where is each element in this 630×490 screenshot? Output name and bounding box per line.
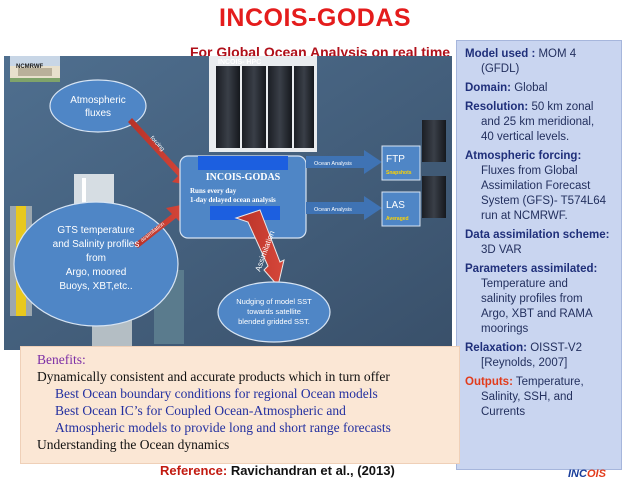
benefits-line-4: Atmospheric models to provide long and s… [55,420,391,435]
center-title: INCOIS-GODAS [206,172,281,183]
las-server-photo [422,176,446,218]
relaxation-value-2: [Reynolds, 2007] [481,357,568,369]
forcing-label: Atmospheric forcing: [465,150,582,162]
ftp-server-photo [422,120,446,162]
forcing-value-3: System (GFS)- T574L64 [481,195,607,207]
gts-line-1: GTS temperature [57,225,135,236]
reference-line: Reference: Ravichandran et al., (2013) [160,463,490,478]
workflow-diagram: NCMRWF INCOIS- HPC Atmospheric fluxes fo… [4,56,452,350]
hpc-photo [209,56,317,152]
gts-line-2: and Salinity profiles [53,239,140,250]
nudging-line-1: Nudging of model SST [236,297,312,306]
domain-value: Global [511,82,548,94]
forcing-item: Atmospheric forcing: Fluxes from Global … [465,149,613,224]
forcing-value-4: run at NCMRWF. [481,210,568,222]
gts-line-5: Buoys, XBT,etc.. [59,281,132,292]
model-info-panel: Model used : MOM 4 (GFDL) Domain: Global… [456,40,622,470]
ncmrwf-label: NCMRWF [16,64,44,70]
ocean-analysis-label-2: Ocean Analysis [314,207,352,213]
nudging-line-3: blended gridded SST. [238,317,310,326]
domain-item: Domain: Global [465,81,613,96]
params-value-2: salinity profiles from [481,293,583,305]
gts-profiles-node [13,201,179,327]
incois-logo: INCOIS [568,468,606,480]
resolution-label: Resolution: [465,101,529,113]
model-used-value-2: (GFDL) [481,63,520,75]
center-line-1: Runs every day [190,187,237,195]
logo-part-1: INC [568,468,587,480]
params-value-4: moorings [481,323,529,335]
ncmrwf-photo [10,56,60,82]
ftp-sub-label: Snapshots [386,170,412,176]
resolution-value-2: and 25 km meridional, [481,116,595,128]
las-sub-label: Averaged [386,216,409,222]
model-used-label: Model used : [465,48,536,60]
atm-fluxes-line-1: Atmospheric [70,95,126,106]
resolution-value-1: 50 km zonal [528,101,594,113]
atm-fluxes-line-2: fluxes [85,108,111,119]
params-label: Parameters assimilated: [465,263,598,275]
page-title: INCOIS-GODAS [218,4,412,32]
ftp-box [381,145,421,181]
outputs-value-2: Salinity, SSH, and [481,391,573,403]
forcing-arrow [128,118,194,186]
logo-part-2: OIS [586,468,606,480]
hpc-label: INCOIS- HPC [218,59,261,66]
nudging-line-2: towards satellite [247,307,301,316]
assimilation-small-arrow [134,204,186,248]
resolution-item: Resolution: 50 km zonal and 25 km meridi… [465,100,613,145]
scheme-label: Data assimilation scheme: [465,229,610,241]
scheme-item: Data assimilation scheme: 3D VAR [465,228,613,258]
params-item: Parameters assimilated: Temperature and … [465,262,613,337]
forcing-value-2: Assimilation Forecast [481,180,591,192]
relaxation-label: Relaxation: [465,342,527,354]
model-used-item: Model used : MOM 4 (GFDL) [465,47,613,77]
benefits-box: Benefits: Dynamically consistent and acc… [20,346,460,464]
outputs-label: Outputs: [465,376,513,388]
nudging-node [217,281,331,343]
benefits-line-1: Dynamically consistent and accurate prod… [37,369,390,384]
las-box [381,191,421,227]
atmospheric-fluxes-node [49,79,147,133]
outputs-value-3: Currents [481,406,526,418]
relaxation-item: Relaxation: OISST-V2 [Reynolds, 2007] [465,341,613,371]
benefits-line-3: Best Ocean IC’s for Coupled Ocean-Atmosp… [55,403,346,418]
outputs-value-1: Temperature, [512,376,584,388]
benefits-heading: Benefits: [37,352,86,367]
ocean-analysis-arrow-1 [306,150,382,174]
model-used-value: MOM 4 [535,48,577,60]
relaxation-value-1: OISST-V2 [527,342,582,354]
gts-line-3: from [86,253,106,264]
forcing-value-1: Fluxes from Global [481,165,578,177]
reference-value: Ravichandran et al., (2013) [227,463,395,478]
ocean-analysis-arrow-2 [306,196,382,220]
benefits-line-2: Best Ocean boundary conditions for regio… [55,386,378,401]
reference-label: Reference: [160,463,228,478]
params-value-1: Temperature and [481,278,568,290]
outputs-item: Outputs: Temperature, Salinity, SSH, and… [465,375,613,420]
benefits-line-5: Understanding the Ocean dynamics [37,437,230,452]
ocean-analysis-label-1: Ocean Analysis [314,161,352,167]
resolution-value-3: 40 vertical levels. [481,131,570,143]
scheme-value: 3D VAR [481,244,522,256]
center-line-2: 1-day delayed ocean analysis [190,196,276,204]
gts-line-4: Argo, moored [66,267,127,278]
params-value-3: Argo, XBT and RAMA [481,308,593,320]
las-label: LAS [386,200,405,211]
domain-label: Domain: [465,82,511,94]
ftp-label: FTP [386,154,405,165]
